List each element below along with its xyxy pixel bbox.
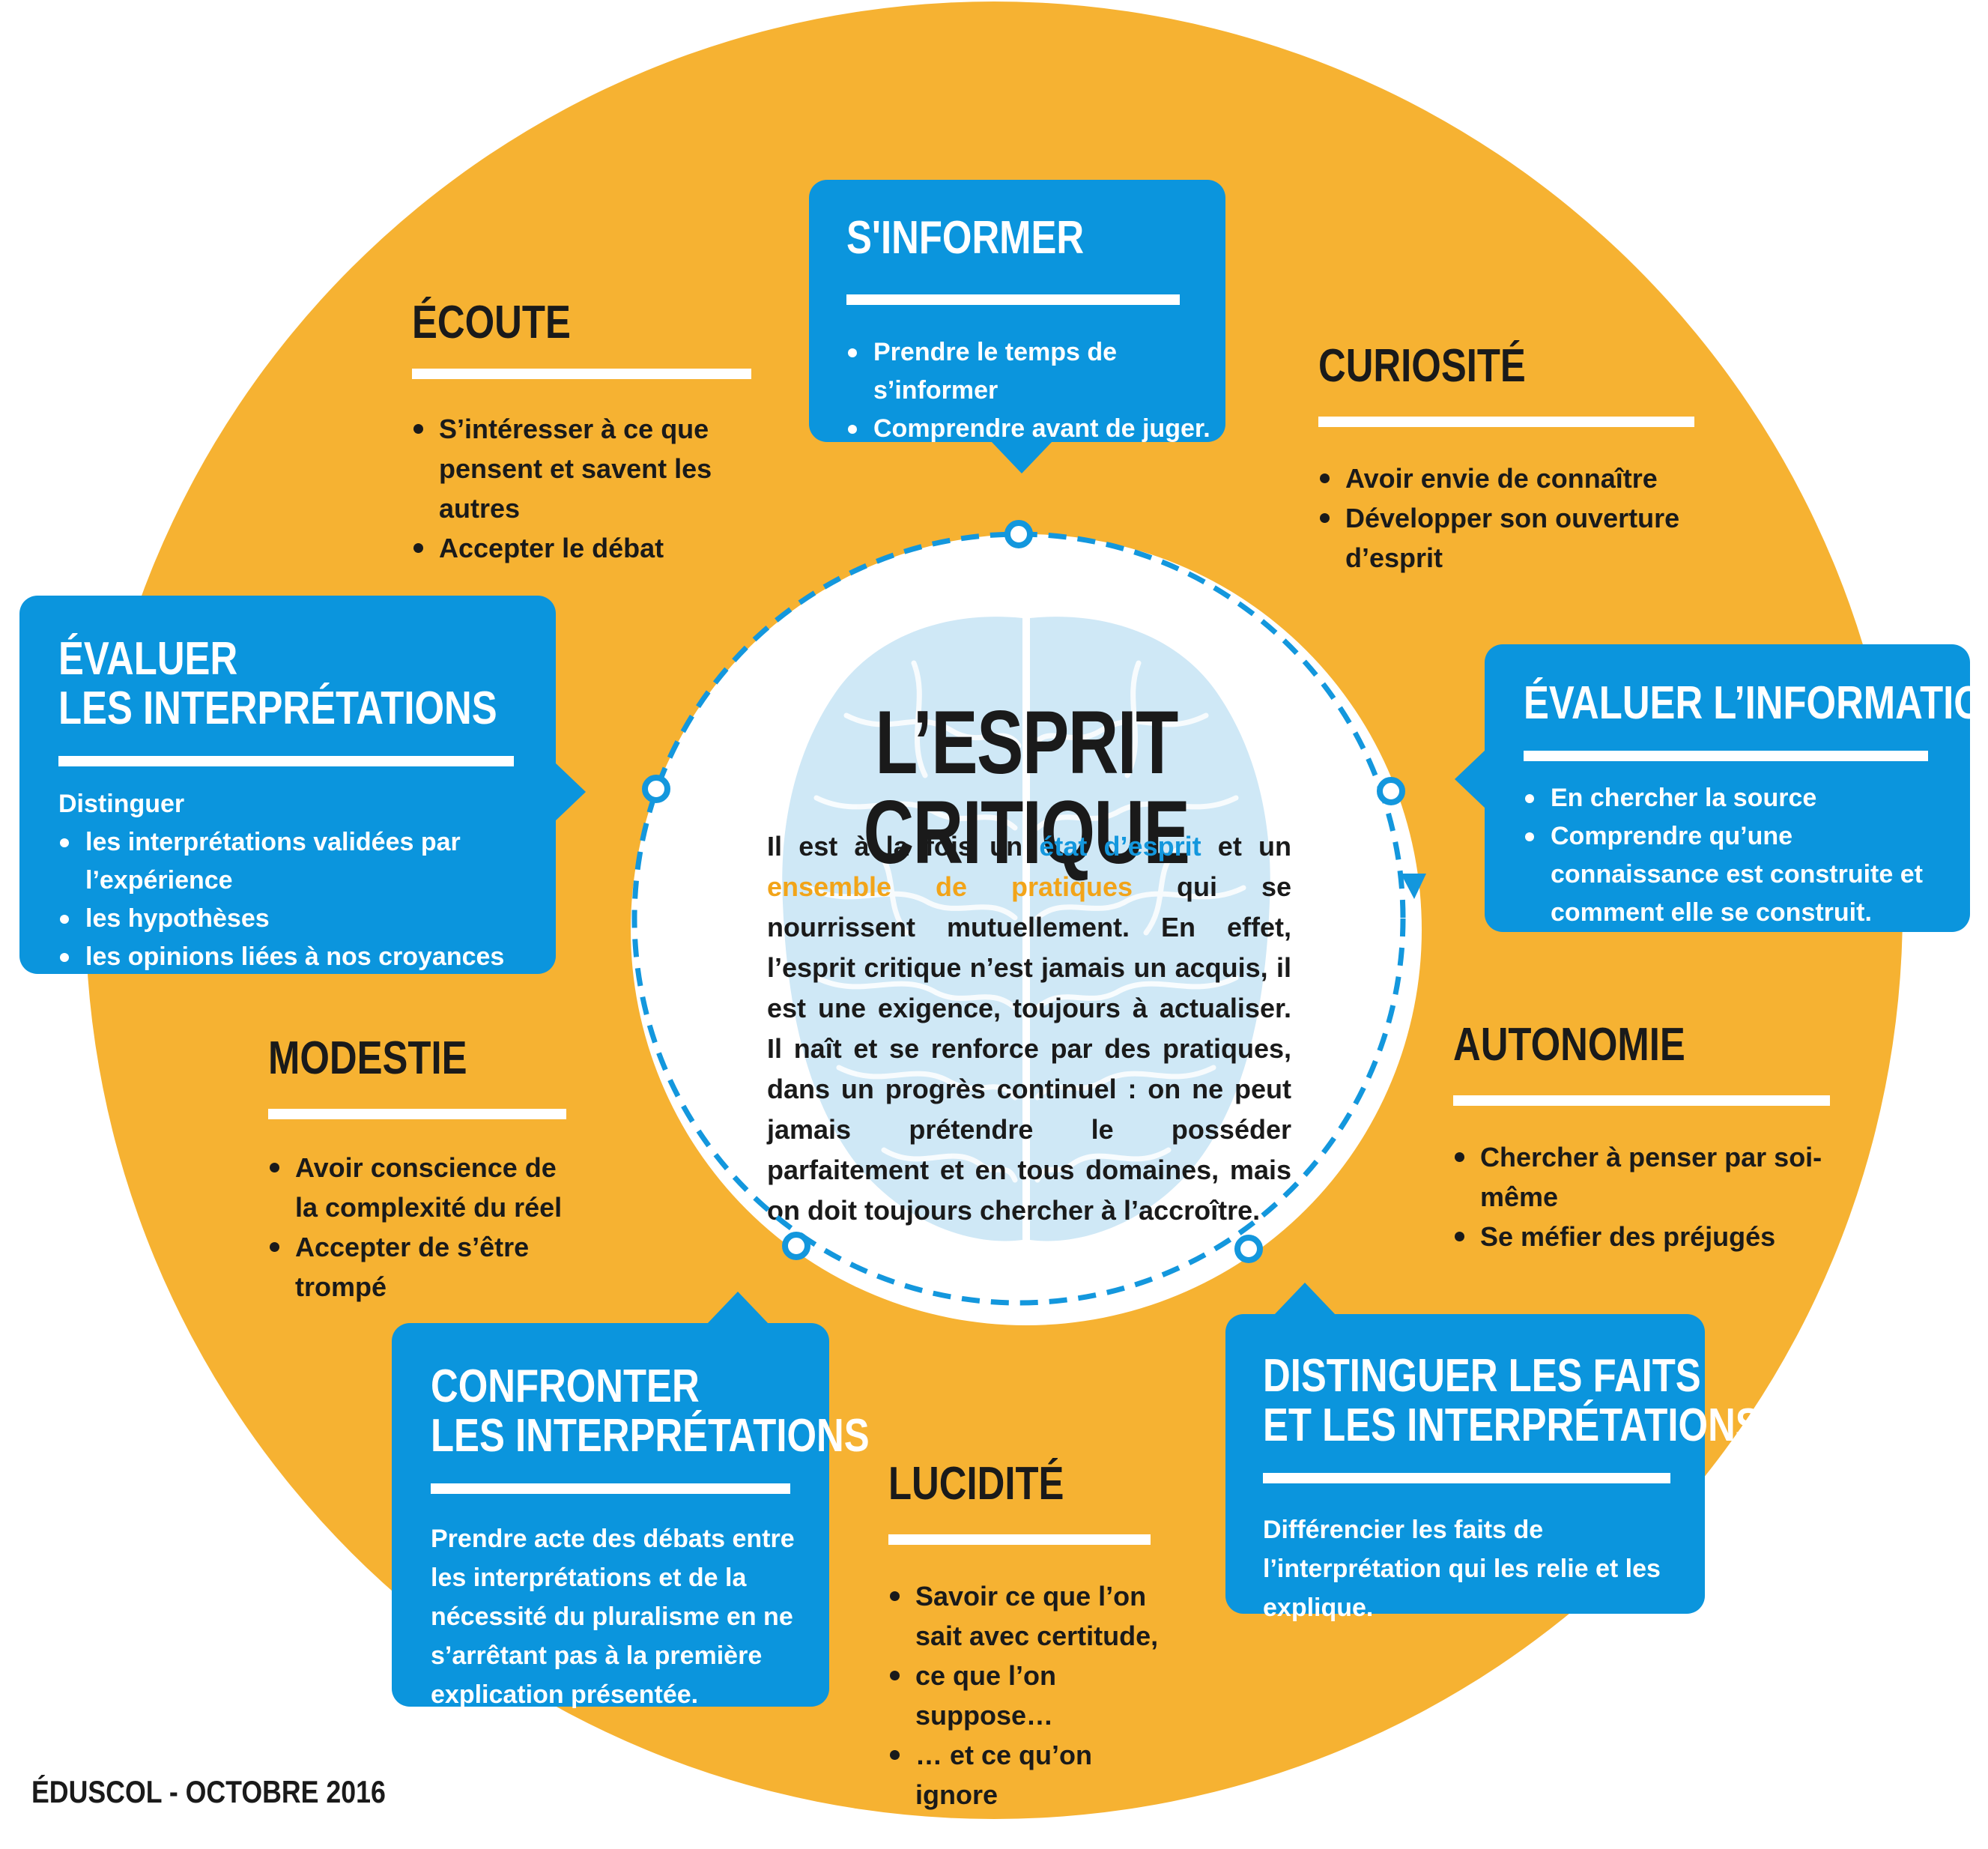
list-item: En chercher la source — [1524, 779, 1951, 817]
list-item: les opinions liées à nos croyances — [58, 938, 556, 976]
list-item: Développer son ouverture d’esprit — [1318, 498, 1765, 578]
box-text: Prendre acte des débats entre les interp… — [431, 1525, 795, 1709]
box-sinformer: S'INFORMER Prendre le temps de s’informe… — [809, 180, 1225, 473]
title-underline — [412, 369, 751, 379]
box-pointer — [990, 441, 1053, 473]
box-title-line1: DISTINGUER LES FAITS — [1263, 1350, 1701, 1402]
list-item: ce que l’on suppose… — [888, 1656, 1151, 1735]
title-underline — [58, 756, 514, 766]
list-item: Prendre le temps de s’informer — [846, 333, 1225, 410]
section-title: AUTONOMIE — [1453, 1019, 1685, 1071]
section-modestie: MODESTIE Avoir conscience de la complexi… — [268, 1035, 566, 1307]
title-underline — [1263, 1473, 1670, 1483]
section-ecoute: ÉCOUTE S’intéresser à ce que pensent et … — [412, 300, 751, 568]
center-description: Il est à la fois un état d’esprit et un … — [767, 831, 1292, 1226]
title-underline — [1318, 417, 1694, 427]
title-underline — [1524, 751, 1928, 761]
list-item: Chercher à penser par soi-même — [1453, 1137, 1870, 1217]
section-title: LUCIDITÉ — [888, 1458, 1064, 1510]
box-pointer — [1455, 749, 1486, 809]
section-title: MODESTIE — [268, 1032, 467, 1084]
title-underline — [431, 1483, 790, 1494]
list-item: Se méfier des préjugés — [1453, 1217, 1830, 1256]
section-autonomie: AUTONOMIE Chercher à penser par soi-même… — [1453, 1022, 1830, 1256]
box-title: ÉVALUER L’INFORMATION — [1524, 677, 1988, 729]
list-item: Avoir envie de connaître — [1318, 459, 1694, 498]
title-underline — [846, 294, 1180, 305]
footer-credit: ÉDUSCOL - OCTOBRE 2016 — [31, 1774, 386, 1809]
box-evaluer-interpretations: ÉVALUER LES INTERPRÉTATIONS Distinguer l… — [19, 596, 586, 976]
highlight-ensemble-pratiques: ensemble de pratiques — [767, 871, 1133, 902]
section-lucidite: LUCIDITÉ Savoir ce que l’on sait avec ce… — [888, 1458, 1158, 1815]
section-curiosite: CURIOSITÉ Avoir envie de connaître Dével… — [1318, 343, 1694, 578]
section-title: ÉCOUTE — [412, 297, 571, 348]
box-pointer — [554, 762, 586, 822]
section-title: CURIOSITÉ — [1318, 340, 1526, 392]
box-title: S'INFORMER — [846, 212, 1085, 264]
box-title-line2: LES INTERPRÉTATIONS — [58, 683, 497, 734]
highlight-etat-esprit: état d’esprit — [1039, 831, 1201, 862]
list-item: Accepter le débat — [412, 528, 751, 568]
list-item: Savoir ce que l’on sait avec certitude, — [888, 1576, 1170, 1656]
list-item: … et ce qu’on ignore — [888, 1735, 1151, 1815]
title-underline — [268, 1109, 566, 1119]
box-evaluer-information: ÉVALUER L’INFORMATION En chercher la sou… — [1455, 644, 1988, 932]
box-confronter: CONFRONTER LES INTERPRÉTATIONS Prendre a… — [392, 1292, 870, 1709]
title-underline — [1453, 1095, 1830, 1106]
list-item: les hypothèses — [58, 900, 556, 938]
list-item: Avoir conscience de la complexité du rée… — [268, 1148, 572, 1227]
box-text: Différencier les faits de l’interprétati… — [1263, 1516, 1661, 1622]
list-item: les interprétations validées par l’expér… — [58, 823, 556, 900]
list-item: Comprendre qu’une connaissance est const… — [1524, 817, 1951, 932]
center-circle: L’ESPRIT CRITIQUE Il est à la fois un ét… — [631, 534, 1422, 1325]
list-item: Comprendre avant de juger. — [846, 410, 1225, 448]
box-title-line1: ÉVALUER — [58, 633, 238, 685]
box-pointer — [1273, 1283, 1336, 1316]
box-title-line2: ET LES INTERPRÉTATIONS — [1263, 1399, 1761, 1451]
list-item: Accepter de s’être trompé — [268, 1227, 610, 1307]
box-distinguer: DISTINGUER LES FAITS ET LES INTERPRÉTATI… — [1225, 1283, 1761, 1622]
list-item: S’intéresser à ce que pensent et savent … — [412, 409, 784, 528]
box-title-line2: LES INTERPRÉTATIONS — [431, 1410, 870, 1462]
box-title-line1: CONFRONTER — [431, 1361, 700, 1412]
title-underline — [888, 1534, 1151, 1545]
box-intro: Distinguer — [58, 790, 185, 818]
box-pointer — [706, 1292, 769, 1325]
